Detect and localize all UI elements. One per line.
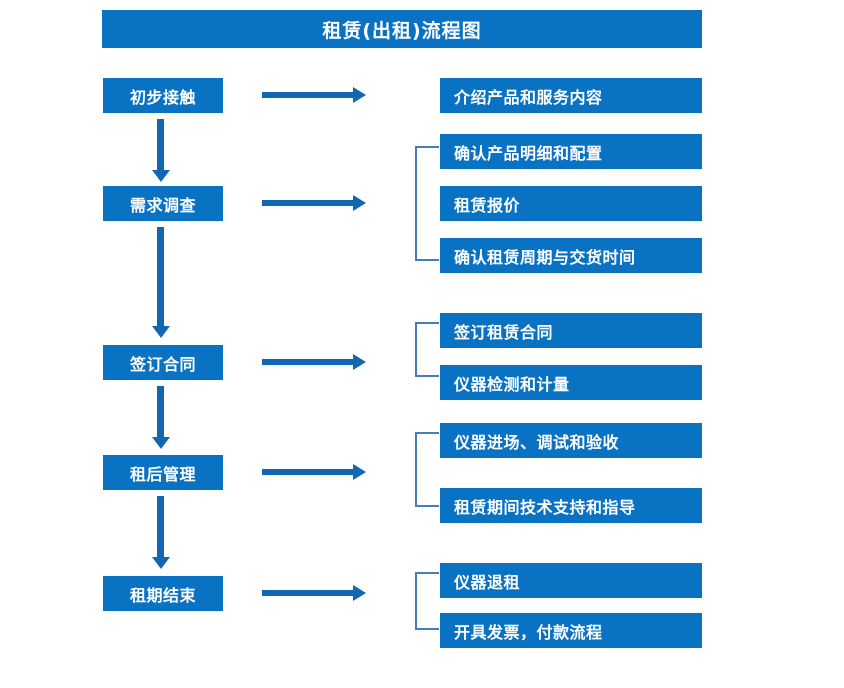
detail-box-2[interactable]: 确认产品明细和配置	[440, 134, 702, 169]
stage-box-1[interactable]: 初步接触	[103, 78, 223, 113]
vertical-arrow-3-to-4	[151, 386, 170, 449]
arrow-head-icon	[353, 354, 366, 370]
detail-box-7[interactable]: 仪器进场、调试和验收	[440, 423, 702, 458]
group-bracket-stage-4	[415, 432, 439, 507]
detail-box-9[interactable]: 仪器退租	[440, 563, 702, 598]
horizontal-arrow-stage-2	[262, 195, 366, 211]
stage-box-2[interactable]: 需求调查	[103, 186, 223, 221]
arrow-head-icon	[151, 557, 170, 569]
page-title: 租赁(出租)流程图	[102, 10, 702, 48]
detail-box-4[interactable]: 确认租赁周期与交货时间	[440, 238, 702, 273]
vertical-arrow-2-to-3	[151, 227, 170, 338]
detail-box-10[interactable]: 开具发票，付款流程	[440, 613, 702, 648]
vertical-arrow-4-to-5	[151, 496, 170, 569]
group-bracket-stage-3	[415, 322, 439, 377]
detail-box-1[interactable]: 介绍产品和服务内容	[440, 78, 702, 113]
detail-box-3[interactable]: 租赁报价	[440, 186, 702, 221]
arrow-head-icon	[353, 87, 366, 103]
detail-box-8[interactable]: 租赁期间技术支持和指导	[440, 488, 702, 523]
detail-box-6[interactable]: 仪器检测和计量	[440, 365, 702, 400]
arrow-head-icon	[353, 585, 366, 601]
horizontal-arrow-stage-1	[262, 87, 366, 103]
arrow-head-icon	[353, 195, 366, 211]
arrow-head-icon	[353, 464, 366, 480]
horizontal-arrow-stage-4	[262, 464, 366, 480]
stage-box-4[interactable]: 租后管理	[103, 455, 223, 490]
vertical-arrow-1-to-2	[151, 119, 170, 182]
stage-box-5[interactable]: 租期结束	[103, 576, 223, 611]
arrow-head-icon	[151, 437, 170, 449]
group-bracket-stage-5	[415, 572, 439, 630]
detail-box-5[interactable]: 签订租赁合同	[440, 313, 702, 348]
stage-box-3[interactable]: 签订合同	[103, 345, 223, 380]
horizontal-arrow-stage-3	[262, 354, 366, 370]
group-bracket-stage-2	[415, 146, 439, 261]
arrow-head-icon	[151, 326, 170, 338]
arrow-head-icon	[151, 170, 170, 182]
horizontal-arrow-stage-5	[262, 585, 366, 601]
